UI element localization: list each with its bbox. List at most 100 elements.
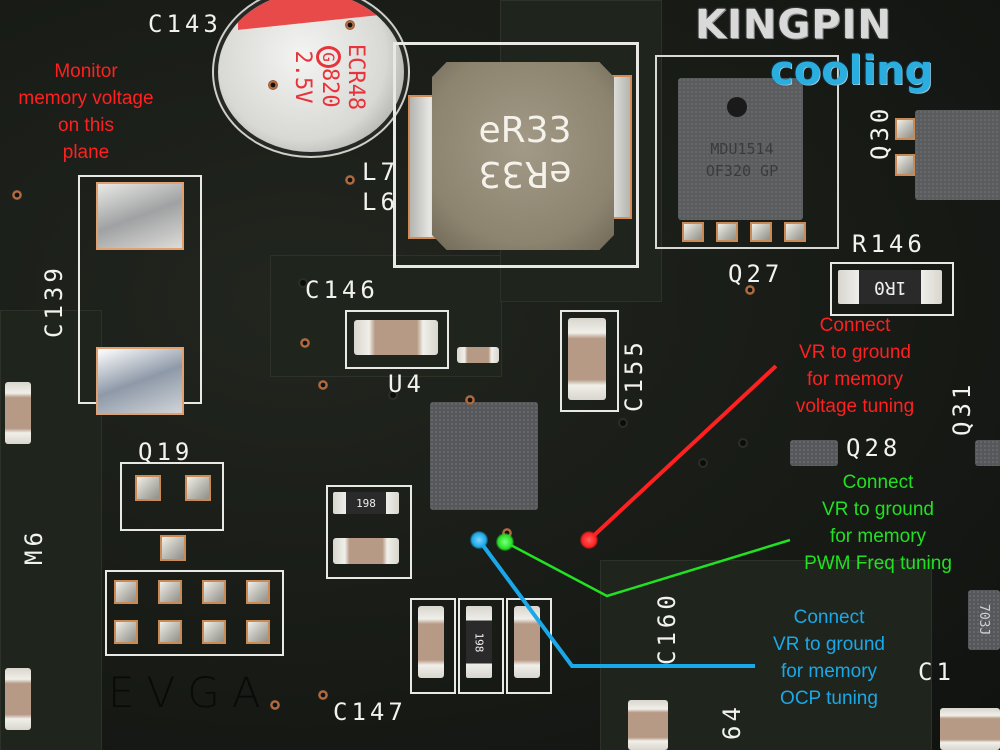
pad (246, 580, 270, 604)
electrolytic-capacitor: ECR48 G820 2.5V (218, 0, 404, 152)
silk-l7: L7 (362, 158, 399, 186)
inductor-outline (393, 42, 639, 268)
pad (246, 620, 270, 644)
small-capacitor (457, 347, 499, 363)
voltage-annotation-line: Connect (819, 315, 891, 336)
capacitor-c155 (568, 318, 606, 400)
chip-703j-marking: 703J (976, 604, 991, 636)
silk-c143: C143 (148, 10, 222, 38)
voltage-test-point-marker (580, 531, 598, 549)
ocp-annotation-line: for memory (780, 661, 878, 682)
silk-c1: C1 (918, 658, 955, 686)
voltage-connector-line (587, 364, 778, 542)
via (345, 175, 355, 185)
capacitor-c146 (354, 320, 438, 355)
silk-q19: Q19 (138, 438, 194, 466)
mosfet-dot-icon (727, 97, 747, 117)
via (300, 280, 306, 286)
pwm-annotation-line: VR to ground (822, 499, 934, 520)
pad (158, 580, 182, 604)
chip-703j (968, 590, 1000, 650)
voltage-annotation-line: for memory (806, 369, 904, 390)
component-outline (326, 485, 412, 579)
via (318, 690, 328, 700)
via (390, 392, 396, 398)
resistor-198-marking: 198 (356, 496, 376, 510)
pad (716, 222, 738, 242)
evga-logo: EVGA (108, 668, 273, 717)
ocp-annotation-line: Connect (793, 607, 865, 628)
mosfet-marking-line1: MDU1514 (710, 140, 774, 158)
pad (114, 580, 138, 604)
ocp-annotation-line: OCP tuning (780, 688, 878, 709)
small-capacitor (333, 538, 399, 564)
small-capacitor (628, 700, 668, 750)
kingpin-cooling-logo: KINGPIN cooling (690, 2, 1000, 97)
monitor-annotation-line: Monitor (54, 61, 118, 82)
voltage-annotation-line: VR to ground (799, 342, 911, 363)
pwm-annotation-line: Connect (842, 472, 914, 493)
c139-pad-bottom (96, 347, 184, 415)
resistor-r146: 1R0 (838, 270, 942, 304)
via (745, 285, 755, 295)
pad (158, 620, 182, 644)
silk-c146: C146 (305, 276, 379, 304)
inductor-marking-line1: eR33 (478, 110, 572, 151)
q19-outline (120, 462, 224, 531)
pad (750, 222, 772, 242)
pad (135, 475, 161, 501)
mosfet-outline (655, 55, 839, 249)
r146-outline (830, 262, 954, 316)
component-outline (410, 598, 456, 694)
via (300, 338, 310, 348)
via (270, 700, 280, 710)
ocp-connector-line (477, 538, 755, 668)
pad (185, 475, 211, 501)
ocp-annotation: Connect VR to ground for memory OCP tuni… (755, 604, 903, 712)
controller-chip-u4 (430, 402, 538, 510)
via (345, 20, 355, 30)
via (268, 80, 278, 90)
via (12, 190, 22, 200)
logo-line1: KINGPIN (695, 2, 892, 48)
mosfet-marking: MDU1514 OF320 GP (682, 138, 802, 182)
mosfet-q30-neighbor (915, 110, 1000, 200)
pwm-connector-line (504, 538, 791, 598)
pad (160, 535, 186, 561)
pad (784, 222, 806, 242)
c155-outline (560, 310, 619, 412)
pad (895, 118, 915, 140)
inductor-marking: eR33 eR33 (450, 110, 600, 194)
silk-q28: Q28 (846, 434, 902, 462)
ocp-test-point-marker (470, 531, 488, 549)
component-outline (458, 598, 504, 694)
pad (682, 222, 704, 242)
small-capacitor (5, 382, 31, 444)
small-capacitor (940, 708, 1000, 750)
mosfet-marking-line2: OF320 GP (705, 162, 779, 180)
monitor-annotation: Monitor memory voltage on this plane (0, 58, 172, 166)
pad (202, 620, 226, 644)
component-outline (506, 598, 552, 694)
silk-l6: L6 (362, 188, 399, 216)
chip-q28 (790, 440, 838, 466)
voltage-annotation: Connect VR to ground for memory voltage … (772, 312, 938, 420)
logo-line2: cooling (770, 48, 934, 94)
pad-grid-outline (105, 570, 284, 656)
pwm-annotation: Connect VR to ground for memory PWM Freq… (790, 469, 966, 577)
pwm-annotation-line: for memory (829, 526, 927, 547)
resistor-198: 198 (333, 492, 399, 514)
resistor-198-vertical: 198 (466, 606, 492, 678)
silk-r146: R146 (852, 230, 926, 258)
small-capacitor (418, 606, 444, 678)
c139-pad-top (96, 182, 184, 250)
monitor-annotation-line: memory voltage (18, 88, 154, 109)
via (318, 380, 328, 390)
voltage-annotation-line: voltage tuning (795, 396, 915, 417)
small-capacitor (5, 668, 31, 730)
via (740, 440, 746, 446)
via (465, 395, 475, 405)
silk-u4: U4 (388, 370, 425, 398)
